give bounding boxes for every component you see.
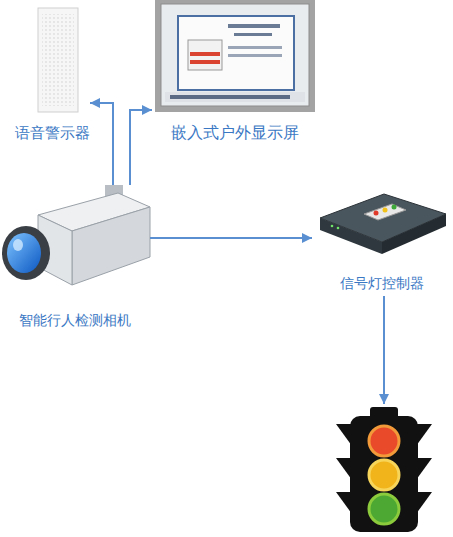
traffic-light xyxy=(336,407,432,532)
light-visor xyxy=(336,458,352,480)
screen-text-bar xyxy=(234,33,272,36)
light-visor xyxy=(416,424,432,446)
symbol-red xyxy=(374,211,379,216)
camera-side-face xyxy=(72,207,150,285)
display-panel xyxy=(161,4,309,106)
display-ticker xyxy=(165,92,305,102)
control-arrow xyxy=(383,296,385,404)
light-visor xyxy=(416,458,432,480)
node-label: 信号灯控制器 xyxy=(292,275,453,292)
green-lamp xyxy=(369,494,399,524)
symbol-green xyxy=(392,205,397,210)
node-label: 智能行人检测相机 xyxy=(0,312,170,329)
speaker-body xyxy=(38,8,78,112)
node-label: 嵌入式户外显示屏 xyxy=(132,123,338,142)
screen-picture-stripe xyxy=(190,52,220,56)
ticker-text-bar xyxy=(170,95,290,99)
symbol-yellow xyxy=(383,208,388,213)
display-frame xyxy=(155,0,315,112)
camera-lens-barrel xyxy=(2,226,50,280)
controller-node: 信号灯控制器 xyxy=(312,188,452,292)
camera-node: 智能行人检测相机 xyxy=(0,185,150,329)
light-housing xyxy=(350,416,418,532)
light-visor xyxy=(336,492,352,514)
display-screen xyxy=(178,16,294,90)
light-visor xyxy=(416,492,432,514)
signal-arrow xyxy=(150,237,312,239)
red-lamp xyxy=(369,426,399,456)
display-node: 嵌入式户外显示屏 xyxy=(152,0,318,142)
status-led xyxy=(337,227,340,230)
lens-highlight xyxy=(13,239,23,251)
speaker-node: 语音警示器 xyxy=(14,4,90,142)
signal-arrow xyxy=(130,110,152,185)
controller-symbol xyxy=(364,204,406,220)
camera-illustration xyxy=(2,185,150,285)
screen-text-bar xyxy=(228,24,280,28)
camera-lens-glass xyxy=(7,233,41,273)
controller-side xyxy=(382,214,446,254)
node-label: 语音警示器 xyxy=(0,124,110,142)
screen-picture xyxy=(188,40,222,70)
controller-illustration xyxy=(320,194,446,254)
screen-text-bar xyxy=(228,54,282,57)
controller-front xyxy=(320,218,382,254)
yellow-lamp xyxy=(369,460,399,490)
signal-arrow xyxy=(90,103,113,185)
screen-picture-stripe xyxy=(190,60,220,64)
screen-text-bar xyxy=(228,46,282,49)
light-visor xyxy=(336,424,352,446)
speaker-grill xyxy=(42,14,74,106)
status-led xyxy=(331,225,334,228)
